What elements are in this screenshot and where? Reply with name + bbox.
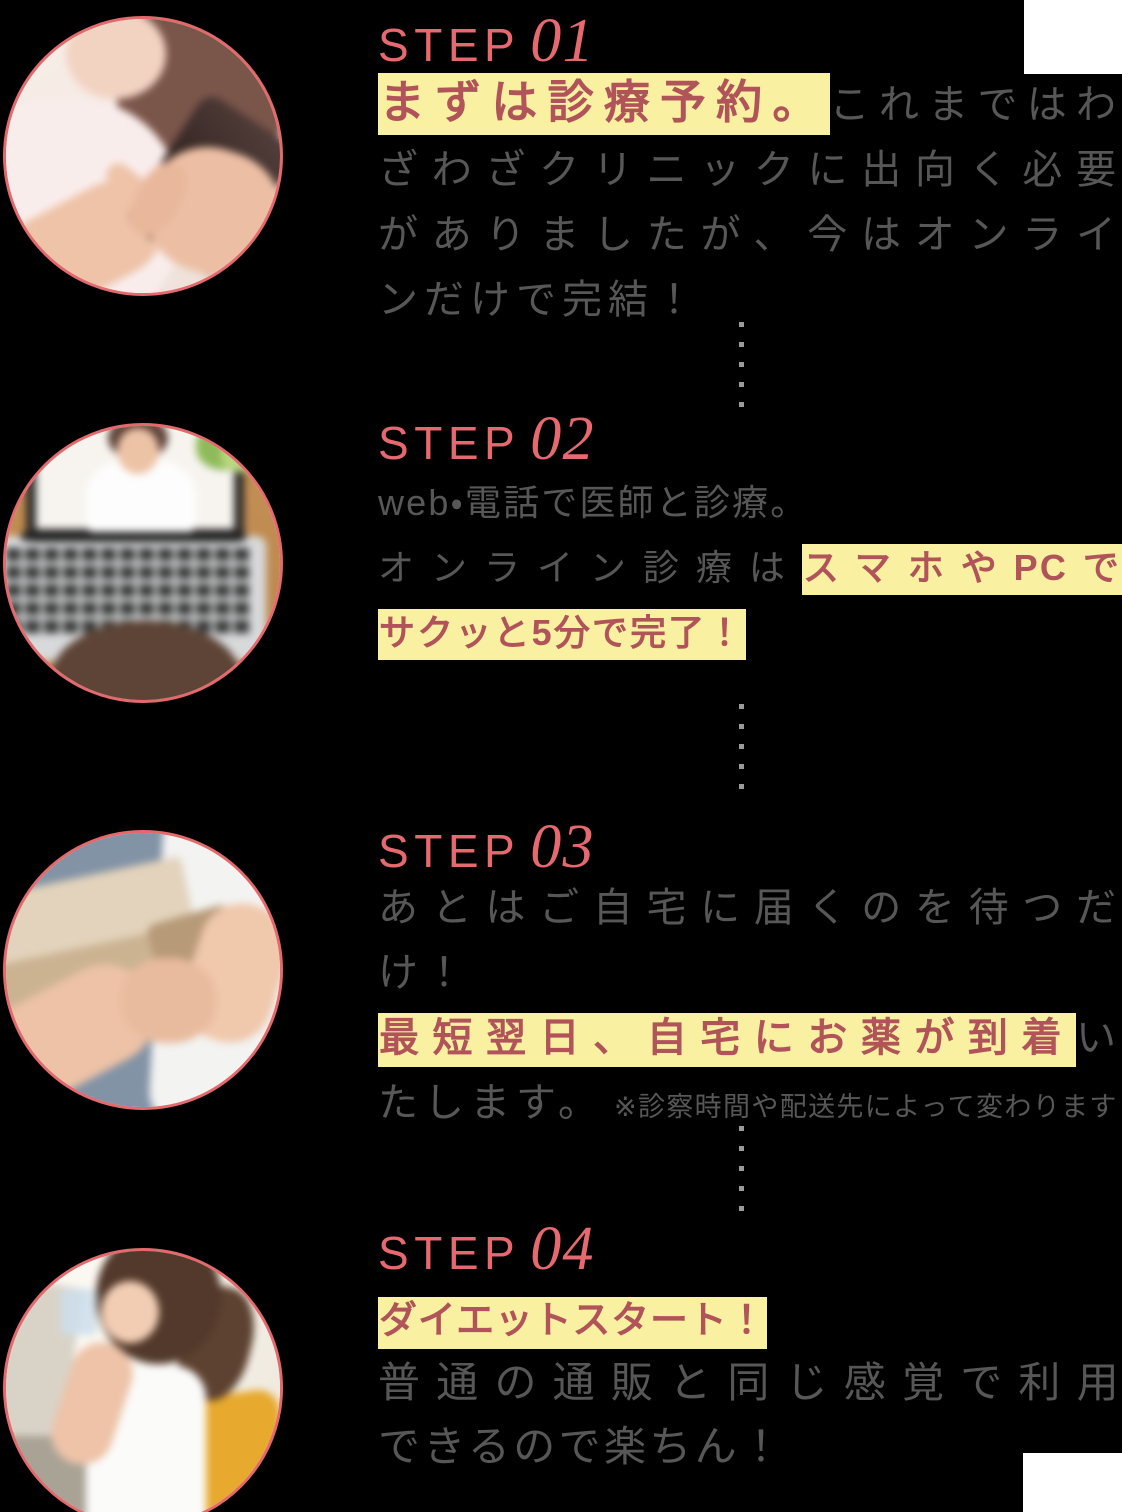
step2-text-run: オンライン診療は [378,547,802,588]
step4-line2: 普通の通販と同じ感覚で利用 [378,1356,1122,1420]
step1-text-run: これまではわ [829,83,1122,127]
step2-photo [3,423,283,703]
step3-photo-illustration [6,833,280,1107]
step1-photo-illustration [6,19,280,293]
step1-text: まずは診療予約。これまではわ ざわざクリニックに出向く必要 がありましたが、今は… [378,73,1122,337]
step4-text-run: 普通の通販と同じ感覚で利用 [378,1359,1122,1406]
step3-line2: け！ [378,945,1122,1010]
step2-label: STEP [378,417,521,469]
dotted-connector-3 [739,1126,744,1211]
step2-text-run: web・電話で医師と診療。 [378,482,809,523]
step1-text-run: ンだけで完結！ [378,278,700,322]
step3-number: 03 [530,813,595,881]
step4-number: 04 [530,1215,595,1283]
step2-highlight: サクッと5分で完了！ [378,609,746,660]
step4-highlight: ダイエットスタート！ [378,1297,768,1349]
step2-line1: web・電話で医師と診療。 [378,474,1122,539]
step2-line2: オンライン診療はスマホやPCで [378,539,1122,604]
step3-text-run: い [1076,1016,1122,1060]
step3-highlight: 最短翌日、自宅にお薬が到着 [378,1013,1076,1067]
dotted-connector-1 [739,322,744,407]
step1-photo [3,16,283,296]
step1-line1: まずは診療予約。これまではわ [378,73,1122,142]
step2-text: web・電話で医師と診療。 オンライン診療はスマホやPCで サクッと5分で完了！ [378,474,1122,669]
step1-heading: STEP 01 [378,6,595,77]
step2-line3: サクッと5分で完了！ [378,604,1122,669]
step1-line4: ンだけで完結！ [378,272,1122,337]
step3-line3: 最短翌日、自宅にお薬が到着い [378,1010,1122,1075]
step2-heading: STEP 02 [378,404,595,475]
step3-text-run: たします。 [378,1081,604,1125]
white-corner-top-right [1024,0,1122,74]
step4-text-run: できるので楽ちん！ [378,1423,786,1470]
step1-highlight: まずは診療予約。 [378,73,830,135]
step3-heading: STEP 03 [378,812,595,883]
step3-text-run: け！ [378,951,470,995]
step1-text-run: がありましたが、今はオンライ [378,213,1122,257]
step4-photo-illustration [6,1251,280,1512]
step4-line3: できるので楽ちん！ [378,1420,1122,1484]
step4-text: ダイエットスタート！ 普通の通販と同じ感覚で利用 できるので楽ちん！ [378,1294,1122,1484]
step2-photo-illustration [6,426,280,700]
step1-line2: ざわざクリニックに出向く必要 [378,142,1122,207]
step1-line3: がありましたが、今はオンライ [378,207,1122,272]
step3-label: STEP [378,825,521,877]
step3-text: あとはご自宅に届くのを待つだ け！ 最短翌日、自宅にお薬が到着い たします。 ※診… [378,880,1122,1140]
step3-line4: たします。 ※診察時間や配送先によって変わります [378,1075,1122,1140]
step1-number: 01 [530,7,595,75]
dotted-connector-2 [739,704,744,789]
step4-heading: STEP 04 [378,1214,595,1285]
step1-text-run: ざわざクリニックに出向く必要 [378,148,1122,192]
step3-line1: あとはご自宅に届くのを待つだ [378,880,1122,945]
step3-photo [3,830,283,1110]
step3-note: ※診察時間や配送先によって変わります [614,1092,1118,1122]
step4-photo [3,1248,283,1512]
step2-highlight: スマホやPCで [801,544,1122,595]
step4-label: STEP [378,1227,521,1279]
step2-number: 02 [530,405,595,473]
step4-line1: ダイエットスタート！ [378,1294,1122,1356]
step1-label: STEP [378,19,521,71]
white-corner-bottom-right [1023,1453,1122,1512]
step3-text-run: あとはご自宅に届くのを待つだ [378,886,1122,930]
